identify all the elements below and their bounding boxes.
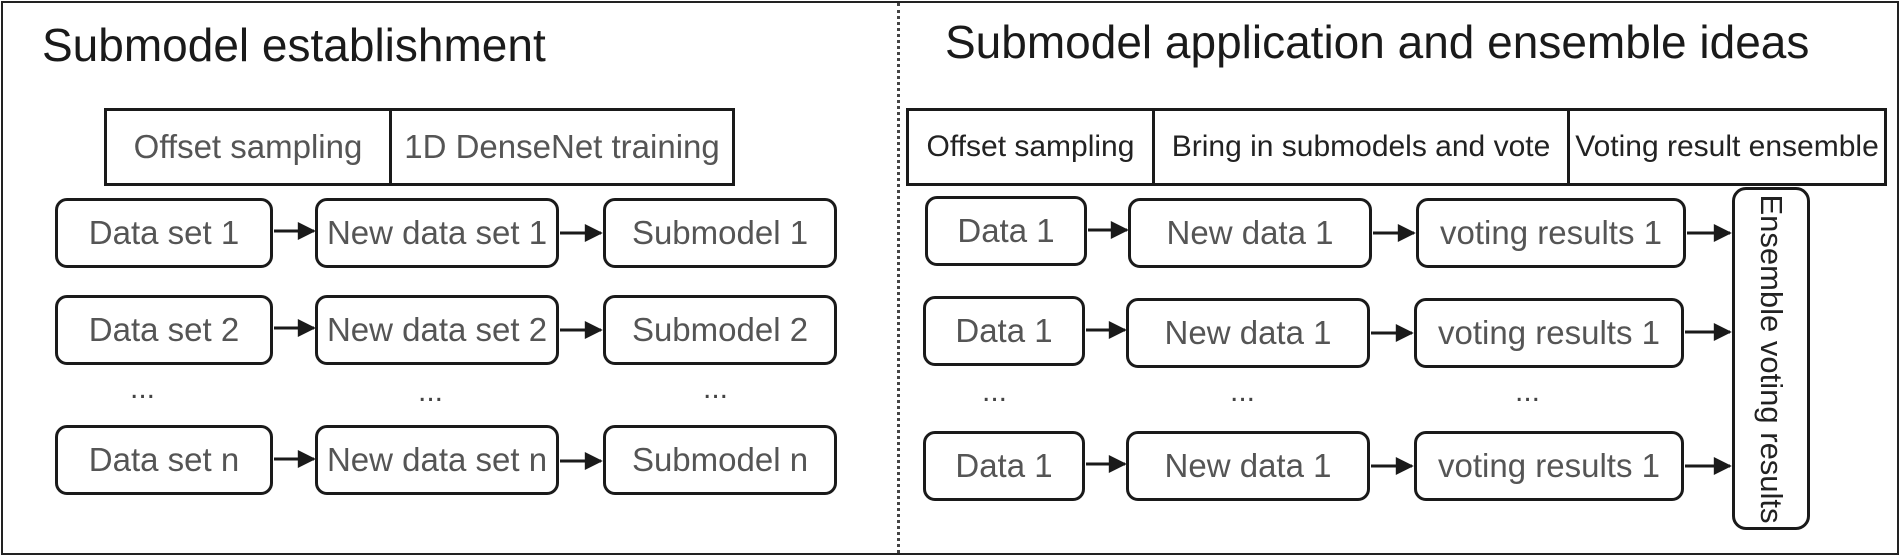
left-header-offset-sampling: Offset sampling [104,108,392,186]
right-voting-results-row1: voting results 1 [1416,198,1686,268]
right-ellipsis-col1: ... [982,375,1008,408]
left-submodel-n: Submodel n [603,425,837,495]
left-submodel-2: Submodel 2 [603,295,837,365]
right-new-data-1-row2: New data 1 [1126,298,1370,368]
right-voting-results-row2: voting results 1 [1414,298,1684,368]
right-header-offset-sampling: Offset sampling [906,108,1155,186]
right-ellipsis-col3: ... [1515,375,1541,408]
ensemble-voting-results-box: Ensemble voting results [1732,187,1810,530]
left-panel-title: Submodel establishment [42,19,546,71]
left-new-data-set-1: New data set 1 [315,198,559,268]
right-voting-results-row3: voting results 1 [1414,431,1684,501]
right-ellipsis-col2: ... [1230,375,1256,408]
left-ellipsis-col2: ... [418,375,444,408]
left-data-set-n: Data set n [55,425,273,495]
left-new-data-set-n: New data set n [315,425,559,495]
right-data-1-row2: Data 1 [923,296,1085,366]
right-new-data-1-row1: New data 1 [1128,198,1372,268]
right-header-voting-ensemble: Voting result ensemble [1567,108,1887,186]
left-new-data-set-2: New data set 2 [315,295,559,365]
right-data-1-row3: Data 1 [923,431,1085,501]
left-ellipsis-col3: ... [703,372,729,405]
left-data-set-2: Data set 2 [55,295,273,365]
right-new-data-1-row3: New data 1 [1126,431,1370,501]
left-header-densenet-training: 1D DenseNet training [389,108,735,186]
panel-divider [897,3,900,553]
right-data-1-row1: Data 1 [925,196,1087,266]
left-data-set-1: Data set 1 [55,198,273,268]
left-ellipsis-col1: ... [130,372,156,405]
left-submodel-1: Submodel 1 [603,198,837,268]
right-panel-title: Submodel application and ensemble ideas [945,16,1810,68]
right-header-bring-in-submodels: Bring in submodels and vote [1152,108,1570,186]
